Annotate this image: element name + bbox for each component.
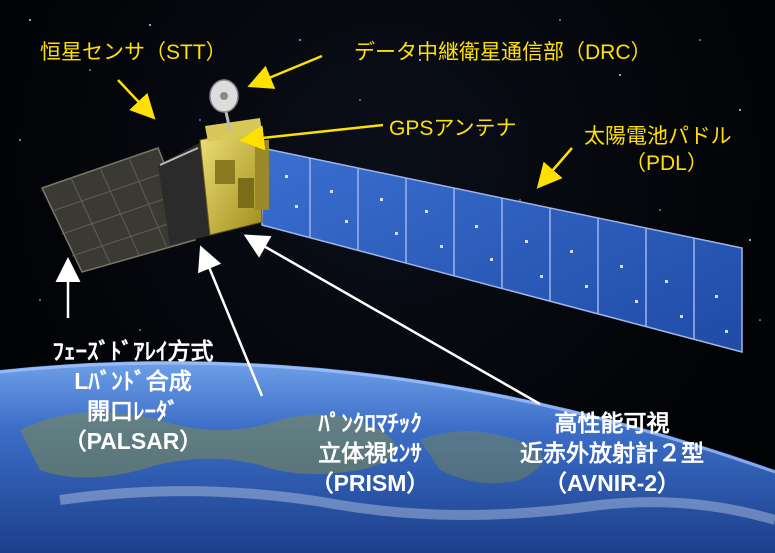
satellite-bus <box>158 118 269 245</box>
drc-dish <box>209 79 239 131</box>
avnir-label: 高性能可視 近赤外放射計２型 （AVNIR-2） <box>482 408 742 498</box>
avnir-line-1: 高性能可視 <box>554 410 670 436</box>
solar-paddle <box>261 147 743 353</box>
pdl-label-line2: （PDL） <box>625 152 708 175</box>
earth <box>0 361 775 553</box>
prism-line-2: 立体視ｾﾝｻ <box>318 440 422 466</box>
palsar-antenna <box>40 147 197 273</box>
pdl-label-line1: 太陽電池パドル <box>584 125 732 148</box>
avnir-line-3: （AVNIR-2） <box>543 470 681 496</box>
palsar-line-1: ﾌｪｰｽﾞﾄﾞｱﾚｲ方式 <box>52 338 214 364</box>
prism-line-3: （PRISM） <box>310 470 430 496</box>
prism-line-1: ﾊﾟﾝｸﾛﾏﾁｯｸ <box>318 410 422 436</box>
palsar-line-3: 開口ﾚｰﾀﾞ <box>87 398 179 424</box>
avnir-line-2: 近赤外放射計２型 <box>520 440 704 466</box>
drc-label: データ中継衛星通信部（DRC） <box>354 41 652 64</box>
gps-antenna-label: GPSアンテナ <box>389 117 517 140</box>
palsar-line-2: Lﾊﾞﾝﾄﾞ合成 <box>74 368 192 394</box>
palsar-label: ﾌｪｰｽﾞﾄﾞｱﾚｲ方式 Lﾊﾞﾝﾄﾞ合成 開口ﾚｰﾀﾞ （PALSAR） <box>8 336 258 456</box>
yellow-arrows <box>117 54 573 189</box>
white-arrows <box>55 234 541 406</box>
palsar-line-4: （PALSAR） <box>63 428 203 454</box>
prism-label: ﾊﾟﾝｸﾛﾏﾁｯｸ 立体視ｾﾝｻ （PRISM） <box>270 408 470 498</box>
stt-label: 恒星センサ（STT） <box>40 41 227 64</box>
